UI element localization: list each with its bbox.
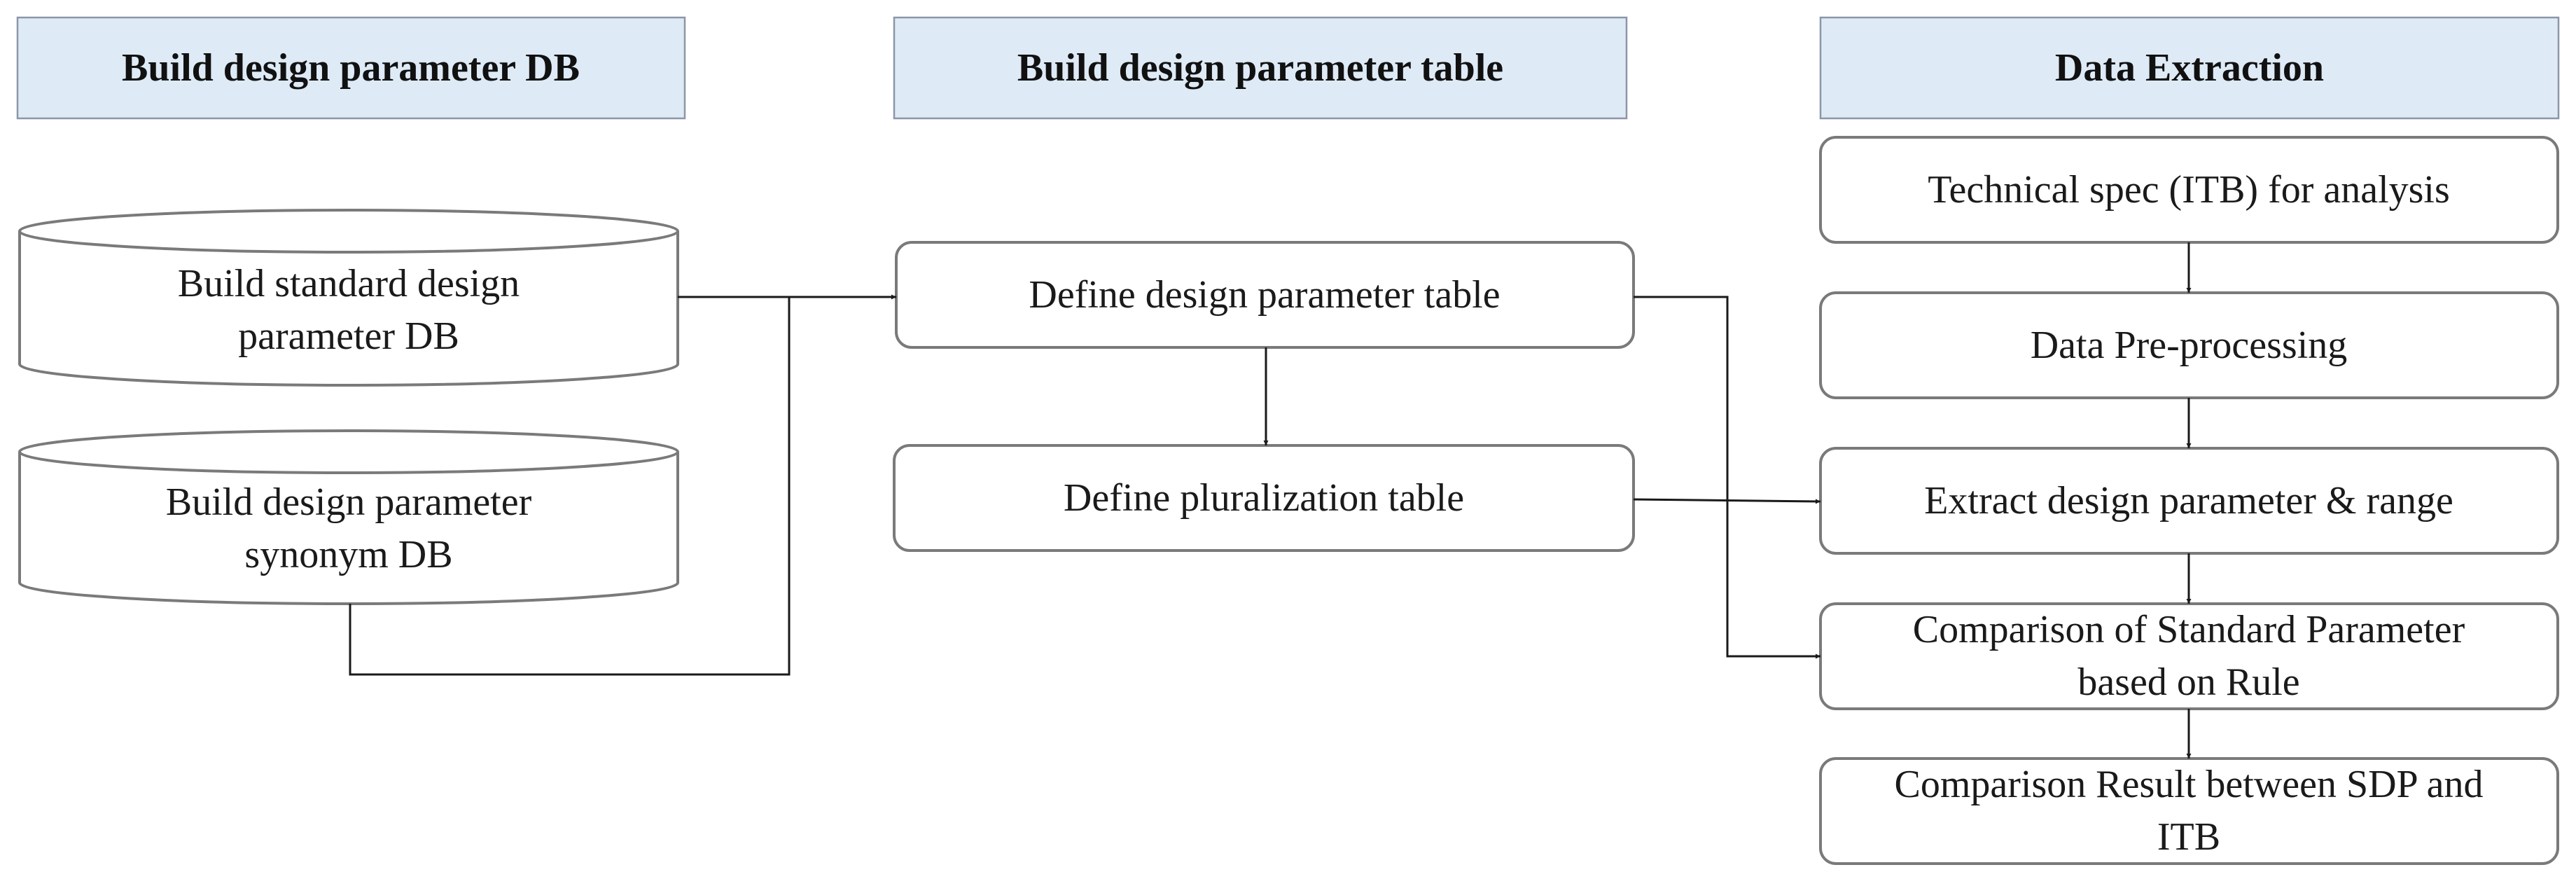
header-label: Build design parameter DB xyxy=(122,46,580,90)
header-label: Data Extraction xyxy=(2055,46,2324,90)
synonym-db-cylinder: Build design parameter synonym DB xyxy=(18,429,679,605)
cylinder-body xyxy=(18,231,679,387)
connectors xyxy=(349,242,2192,759)
node-label-line: Define design parameter table xyxy=(1029,273,1500,317)
node-label-line: Define pluralization table xyxy=(1064,476,1464,520)
node-label-line: synonym DB xyxy=(244,533,452,576)
node-label-line: parameter DB xyxy=(238,314,459,358)
header-box xyxy=(893,16,1628,120)
arrow-parameter-table-to-comparison xyxy=(1634,296,1820,659)
header-build-design-parameter-db: Build design parameter DB xyxy=(16,16,686,120)
cylinder-top xyxy=(18,429,679,474)
node-label-line: Technical spec (ITB) for analysis xyxy=(1928,168,2450,212)
node-label-line: based on Rule xyxy=(2077,660,2299,704)
cylinder-top xyxy=(18,209,679,254)
node-label-line: Data Pre-processing xyxy=(2031,324,2348,367)
header-box xyxy=(1819,16,2560,120)
header-data-extraction: Data Extraction xyxy=(1819,16,2560,120)
header-box xyxy=(16,16,686,120)
node-label-line: Comparison of Standard Parameter xyxy=(1913,608,2465,651)
comparison-result-box: Comparison Result between SDP and ITB xyxy=(1819,757,2559,865)
standard-db-cylinder: Build standard design parameter DB xyxy=(18,209,679,387)
define-design-parameter-table-box: Define design parameter table xyxy=(895,241,1635,349)
data-preprocessing-box: Data Pre-processing xyxy=(1819,291,2559,399)
header-label: Build design parameter table xyxy=(1017,46,1503,90)
extract-design-parameter-box: Extract design parameter & range xyxy=(1819,447,2559,555)
cylinder-body xyxy=(18,452,679,605)
node-label-line: Extract design parameter & range xyxy=(1924,479,2453,522)
define-pluralization-table-box: Define pluralization table xyxy=(893,444,1635,552)
header-build-design-parameter-table: Build design parameter table xyxy=(893,16,1628,120)
node-label-line: Build standard design xyxy=(178,262,520,305)
node-label-line: Comparison Result between SDP and xyxy=(1895,763,2484,806)
comparison-standard-parameter-box: Comparison of Standard Parameter based o… xyxy=(1819,602,2559,710)
connector-synonym-db-to-parameter-table xyxy=(349,297,791,676)
process-box xyxy=(893,444,1635,552)
node-label-line: ITB xyxy=(2157,815,2220,859)
node-label-line: Build design parameter xyxy=(166,480,532,524)
technical-spec-box: Technical spec (ITB) for analysis xyxy=(1819,136,2559,244)
